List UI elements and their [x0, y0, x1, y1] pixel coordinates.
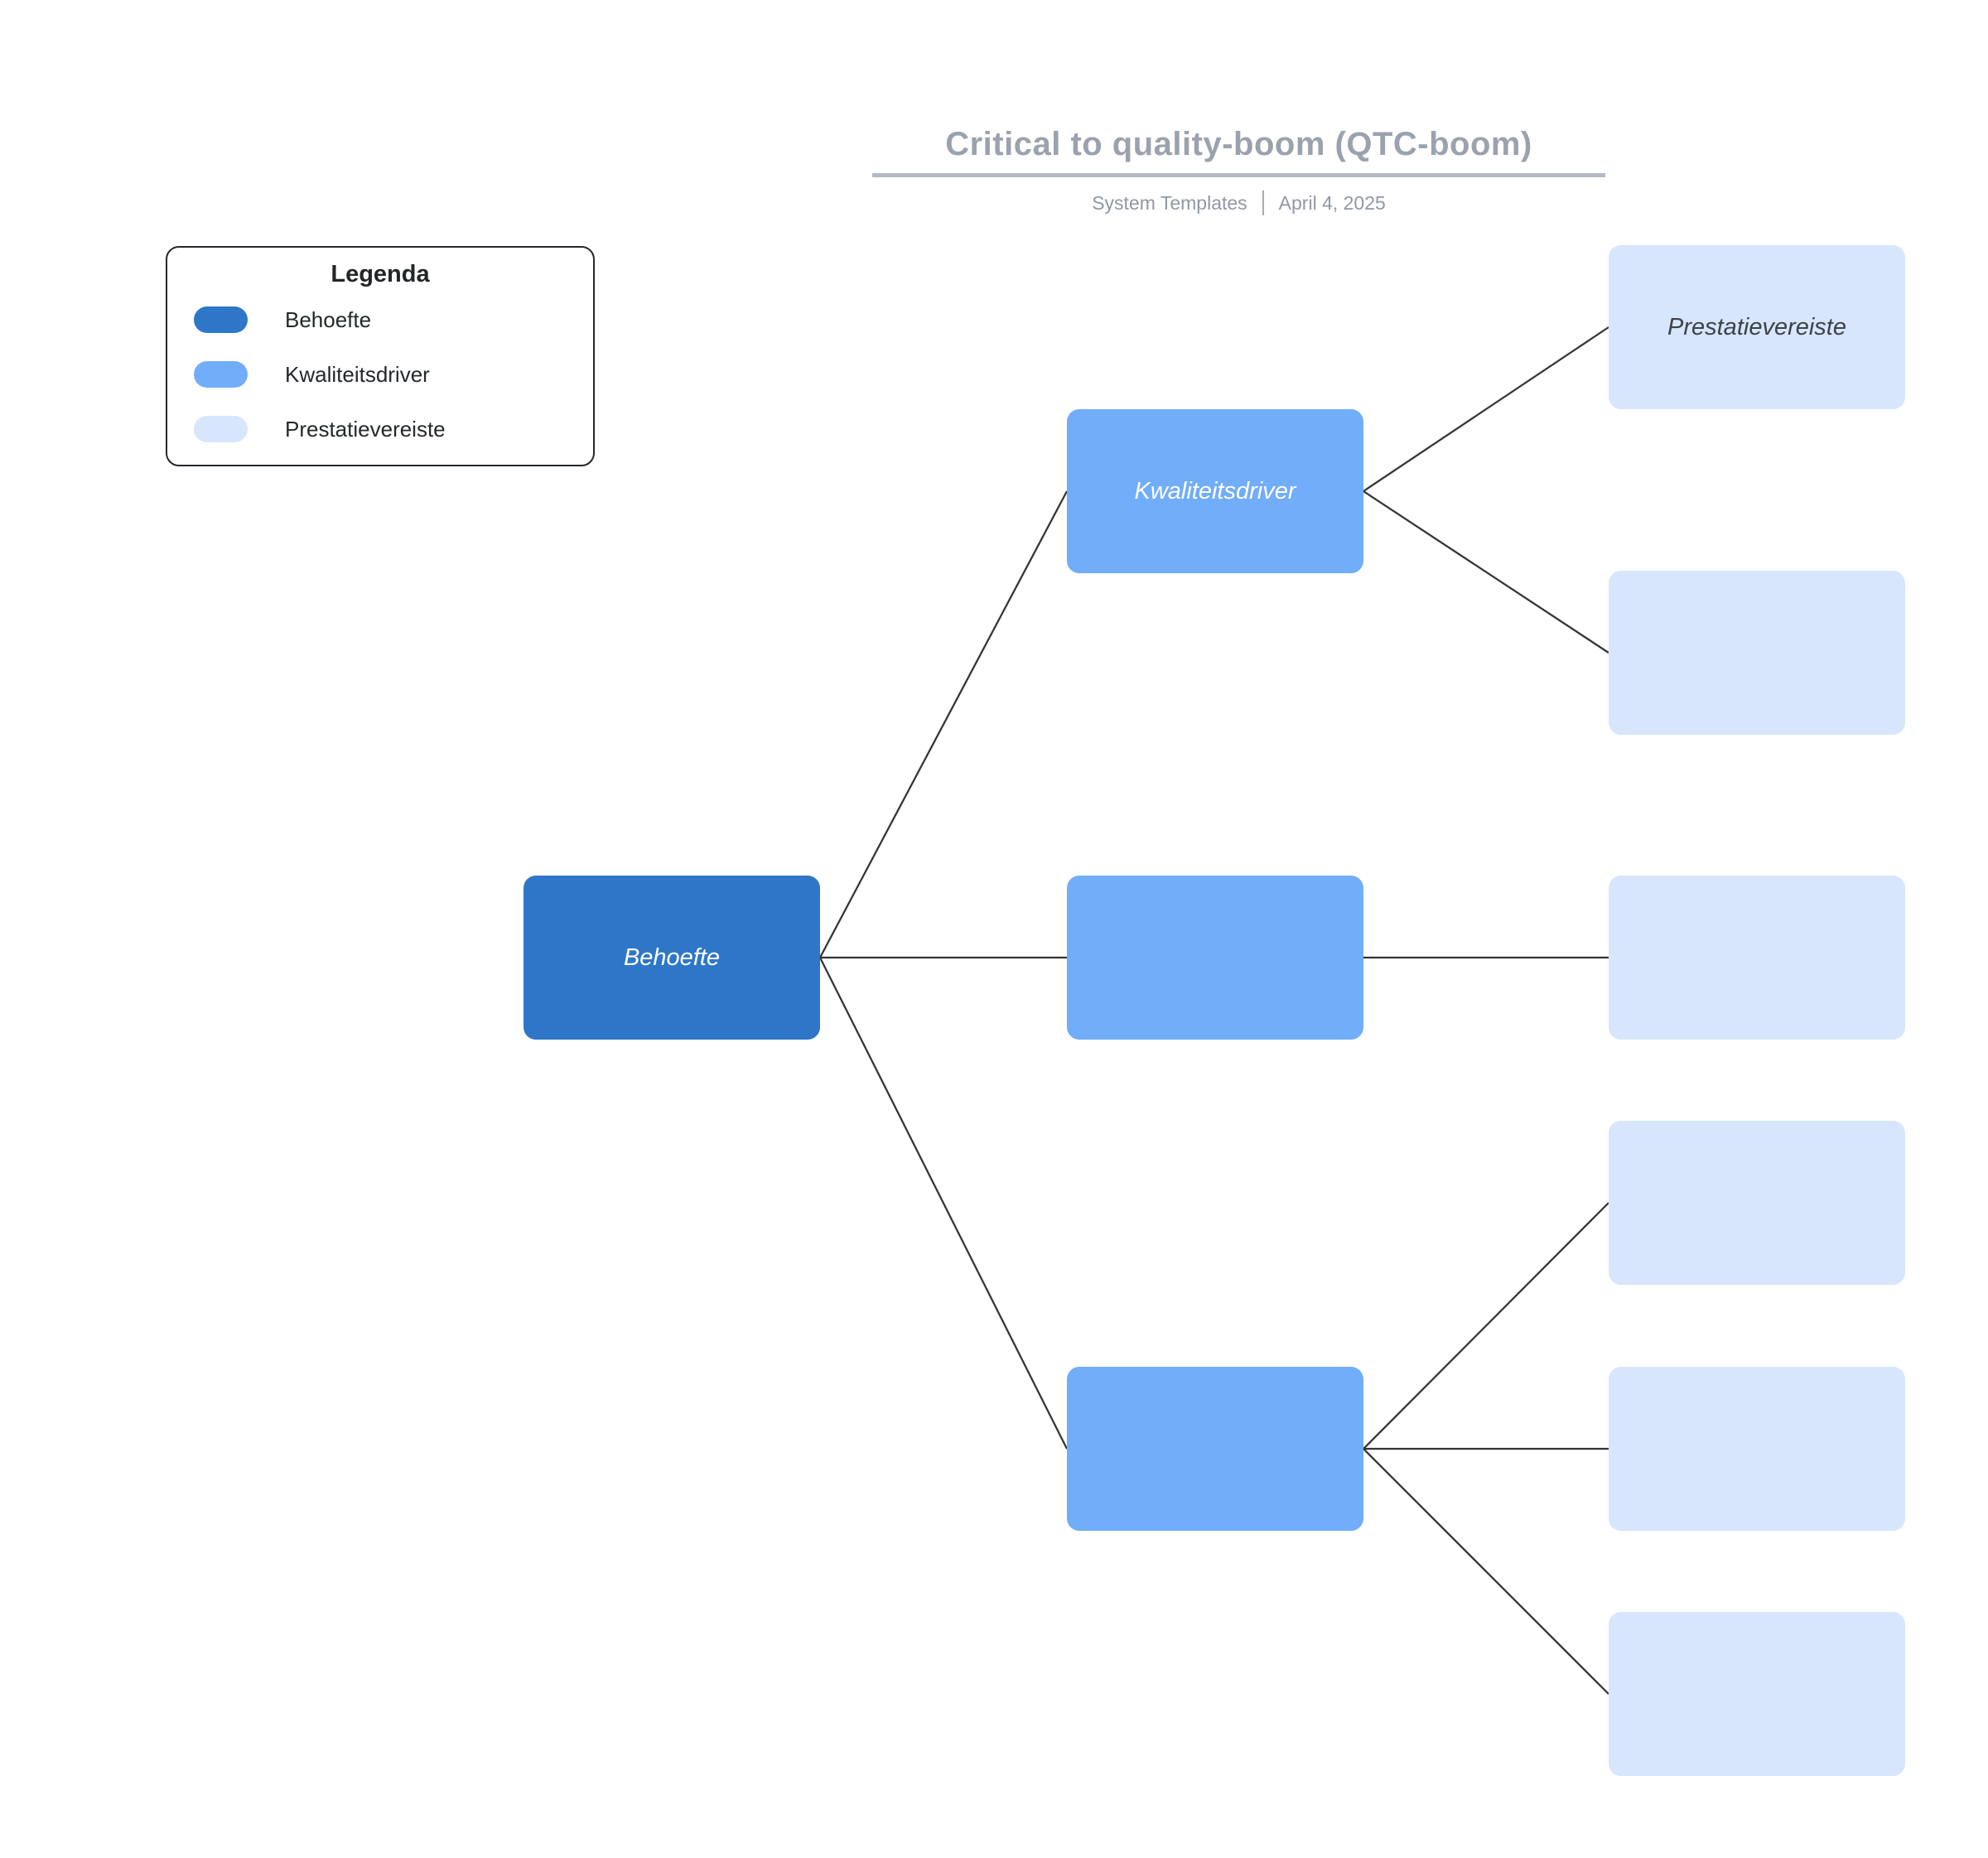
edge-driver3-perf-d	[1363, 1202, 1609, 1450]
node-prestatievereiste-1: Prestatievereiste	[1609, 245, 1905, 409]
diagram-header: Critical to quality-boom (QTC-boom) Syst…	[872, 126, 1605, 215]
meta-separator	[1262, 191, 1264, 215]
date-label: April 4, 2025	[1278, 191, 1386, 214]
legend-title: Legenda	[331, 261, 430, 287]
node-prestatievereiste-2	[1609, 571, 1905, 735]
title-underline	[872, 173, 1605, 177]
legend-item-prestatievereiste: Prestatievereiste	[194, 416, 593, 442]
header-meta: System Templates April 4, 2025	[872, 191, 1605, 215]
edge-driver3-perf-f	[1363, 1448, 1609, 1695]
page-title: Critical to quality-boom (QTC-boom)	[945, 126, 1532, 162]
edge-driver1-perf-a	[1363, 326, 1609, 492]
edge-behoefte-driver1	[819, 490, 1068, 958]
legend-label: Prestatievereiste	[285, 416, 446, 442]
node-kwaliteitsdriver-2	[1067, 876, 1363, 1040]
source-label: System Templates	[1092, 191, 1247, 214]
legend-label: Behoefte	[285, 306, 372, 332]
node-kwaliteitsdriver-3	[1067, 1367, 1363, 1531]
edge-driver1-perf-b	[1363, 490, 1609, 654]
legend-item-behoefte: Behoefte	[194, 306, 593, 333]
node-kwaliteitsdriver-1: Kwaliteitsdriver	[1067, 409, 1363, 573]
legend-label: Kwaliteitsdriver	[285, 361, 430, 387]
legend-rows: Behoefte Kwaliteitsdriver Prestatieverei…	[167, 306, 593, 442]
legend-swatch-prestatievereiste	[194, 416, 248, 442]
node-behoefte: Behoefte	[524, 876, 820, 1040]
legend-item-kwaliteitsdriver: Kwaliteitsdriver	[194, 361, 593, 388]
node-prestatievereiste-3	[1609, 876, 1905, 1040]
legend-swatch-kwaliteitsdriver	[194, 361, 248, 388]
legend: Legenda Behoefte Kwaliteitsdriver Presta…	[166, 246, 595, 466]
node-prestatievereiste-6	[1609, 1612, 1905, 1776]
node-prestatievereiste-5	[1609, 1367, 1905, 1531]
edge-behoefte-driver3	[818, 957, 1069, 1450]
legend-swatch-behoefte	[194, 306, 248, 333]
node-prestatievereiste-4	[1609, 1121, 1905, 1285]
